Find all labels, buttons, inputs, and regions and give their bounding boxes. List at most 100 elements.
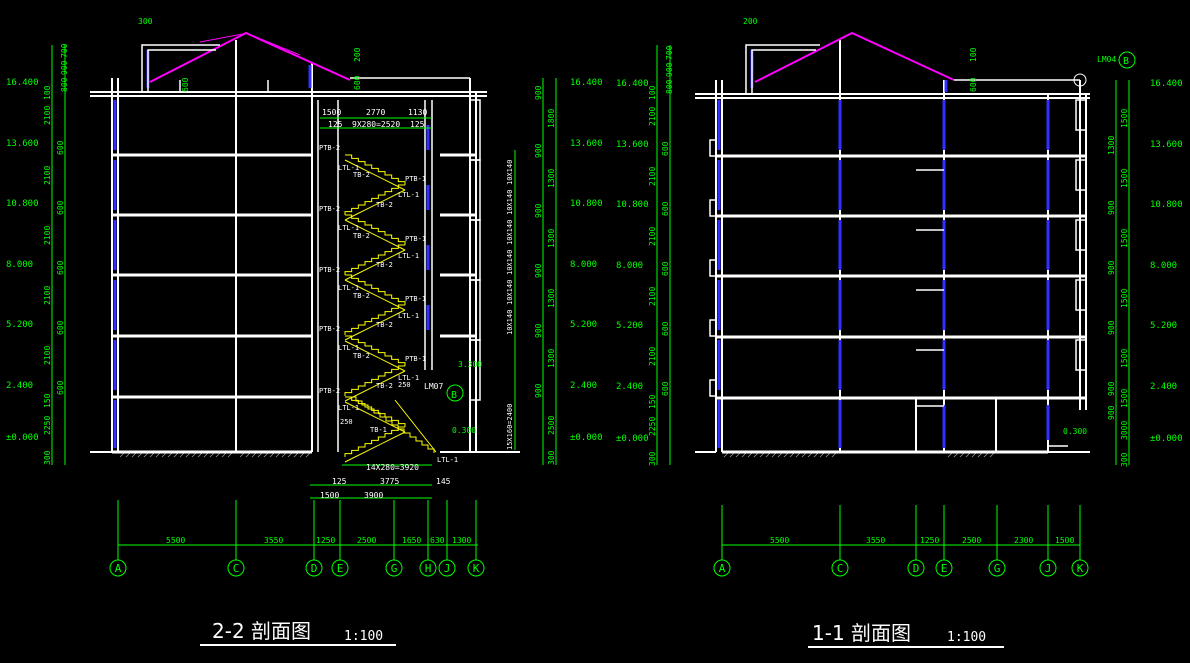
stair-label: TB-2: [353, 232, 370, 240]
elevation-labels-left: 16.400 13.600 10.800 8.000 5.200 2.400 ±…: [6, 78, 603, 443]
axis-bubble: [1039, 559, 1057, 577]
elevation-label: ±0.000: [616, 434, 649, 444]
stair-label: PTB-2: [319, 325, 340, 333]
dim-text: 10X140: [506, 190, 514, 215]
stair-flight: [344, 184, 405, 215]
stair-label: TB-2: [376, 261, 393, 269]
axis-spacing: 1250: [316, 536, 335, 545]
stair-riser-dims: 10X140 10X140 10X140 10X140 10X140 10X14…: [506, 160, 514, 450]
stair-label: TB-2: [376, 321, 393, 329]
dim-text: 600: [661, 261, 670, 276]
dim-text: 100: [969, 47, 978, 62]
dim-text: 3775: [380, 477, 399, 486]
axis-lines-right: [721, 505, 1081, 560]
elevation-label: 2.400: [616, 382, 643, 392]
axis-label: A: [115, 562, 122, 575]
elevation-labels-right: 16.400 13.600 10.800 8.000 5.200 2.400 ±…: [616, 79, 1183, 444]
building-walls-right: [695, 40, 1090, 453]
axis-spacing-left: 5500 3550 1250 2500 1650 630 1300: [166, 536, 471, 545]
dim-text: 2100: [648, 347, 657, 366]
floor-slabs-left: [112, 153, 476, 454]
elevation-label: 8.000: [1150, 261, 1177, 271]
stair-label: PTB-1: [405, 355, 426, 363]
stair-label: PTB-2: [319, 144, 340, 152]
dim-text: 100: [43, 85, 52, 100]
stair-soffit: [344, 309, 406, 341]
elevation-label: 10.800: [616, 200, 649, 210]
stair-flight: [344, 365, 405, 396]
stair-flight: [350, 396, 435, 453]
dim-text: 125: [328, 120, 343, 129]
elevation-label: ±0.000: [570, 433, 603, 443]
axis-bubble: [907, 559, 925, 577]
dim-text: 700: [665, 45, 674, 60]
stair-label: 250: [398, 381, 411, 389]
stair-label: 250: [340, 418, 353, 426]
stair-label: PTB-1: [405, 235, 426, 243]
axis-label: K: [473, 562, 480, 575]
axis-spacing: 630: [430, 536, 445, 545]
elevation-label: 3.300: [458, 360, 482, 369]
dim-text: 900: [1107, 381, 1116, 396]
dim-text: 600: [56, 260, 65, 275]
elevation-label: 16.400: [570, 78, 603, 88]
dim-text: 1500: [1120, 109, 1129, 128]
windows-right: [717, 50, 1050, 448]
roof-right: [754, 31, 955, 83]
stair-flight: [344, 426, 405, 457]
elevation-label: 13.600: [616, 140, 649, 150]
axis-label: J: [1045, 562, 1052, 575]
axis-spacing: 1300: [452, 536, 471, 545]
axis-bubble: [331, 559, 349, 577]
elevation-label: 0.300: [1063, 427, 1087, 436]
elevation-label: 5.200: [1150, 321, 1177, 331]
right-vertical-dims-left: 900 1800 900 1300 900 1300 900 1300 900 …: [534, 85, 556, 465]
stair-soffit: [344, 219, 406, 251]
dim-text: 600: [661, 141, 670, 156]
dim-text: 125: [410, 120, 425, 129]
dim-text: 1130: [408, 108, 427, 117]
detail-callout: [1118, 51, 1136, 69]
dim-text: 10X140: [506, 160, 514, 185]
stair-label: LTL-1: [338, 344, 359, 352]
dim-text: 600: [969, 77, 978, 92]
dim-text: 900: [534, 85, 543, 100]
dim-text: 300: [648, 451, 657, 466]
roof-parapet-right: [745, 44, 1080, 94]
stair-label: LTL-1: [437, 456, 458, 464]
elevation-label: 10.800: [570, 199, 603, 209]
stair-soffit: [344, 249, 406, 281]
dim-text: 2100: [648, 107, 657, 126]
axis-bubble: [831, 559, 849, 577]
dim-text: 2100: [43, 226, 52, 245]
axis-label: H: [425, 562, 432, 575]
elevation-label: 16.400: [1150, 79, 1183, 89]
dim-text: 1300: [547, 229, 556, 248]
left-vertical-dims-right: 100 2100 600 2100 600 2100 600 2100 600 …: [648, 85, 670, 466]
elevation-label: ±0.000: [1150, 434, 1183, 444]
dim-text: 800: [665, 79, 674, 94]
elevation-label: 2.400: [1150, 382, 1177, 392]
dim-text: 14X280=3920: [366, 463, 419, 472]
stair-soffit: [344, 279, 406, 311]
dim-text: 3000: [1120, 421, 1129, 440]
elevation-label: 16.400: [6, 78, 39, 88]
elevation-label: 13.600: [570, 139, 603, 149]
dim-text: 2770: [366, 108, 385, 117]
axis-lines-left: [117, 500, 477, 560]
stair-flight: [344, 304, 405, 335]
dim-text: 1300: [547, 169, 556, 188]
elevation-label: 5.200: [570, 320, 597, 330]
stair-soffit: [344, 401, 406, 433]
right-vertical-dims-right: 1500 1300 1500 900 1500 900 1500 900 150…: [1107, 109, 1129, 467]
dim-text: 600: [181, 77, 190, 92]
stair-flight: [345, 335, 406, 366]
stair-label: PTB-2: [319, 205, 340, 213]
axis-label: K: [1077, 562, 1084, 575]
balcony-right: [709, 99, 1087, 447]
stair-label: LTL-1: [398, 374, 419, 382]
axis-spacing: 2500: [357, 536, 376, 545]
axis-spacing: 1650: [402, 536, 421, 545]
elevation-label: 16.400: [616, 79, 649, 89]
dim-text: 700: [60, 43, 69, 58]
